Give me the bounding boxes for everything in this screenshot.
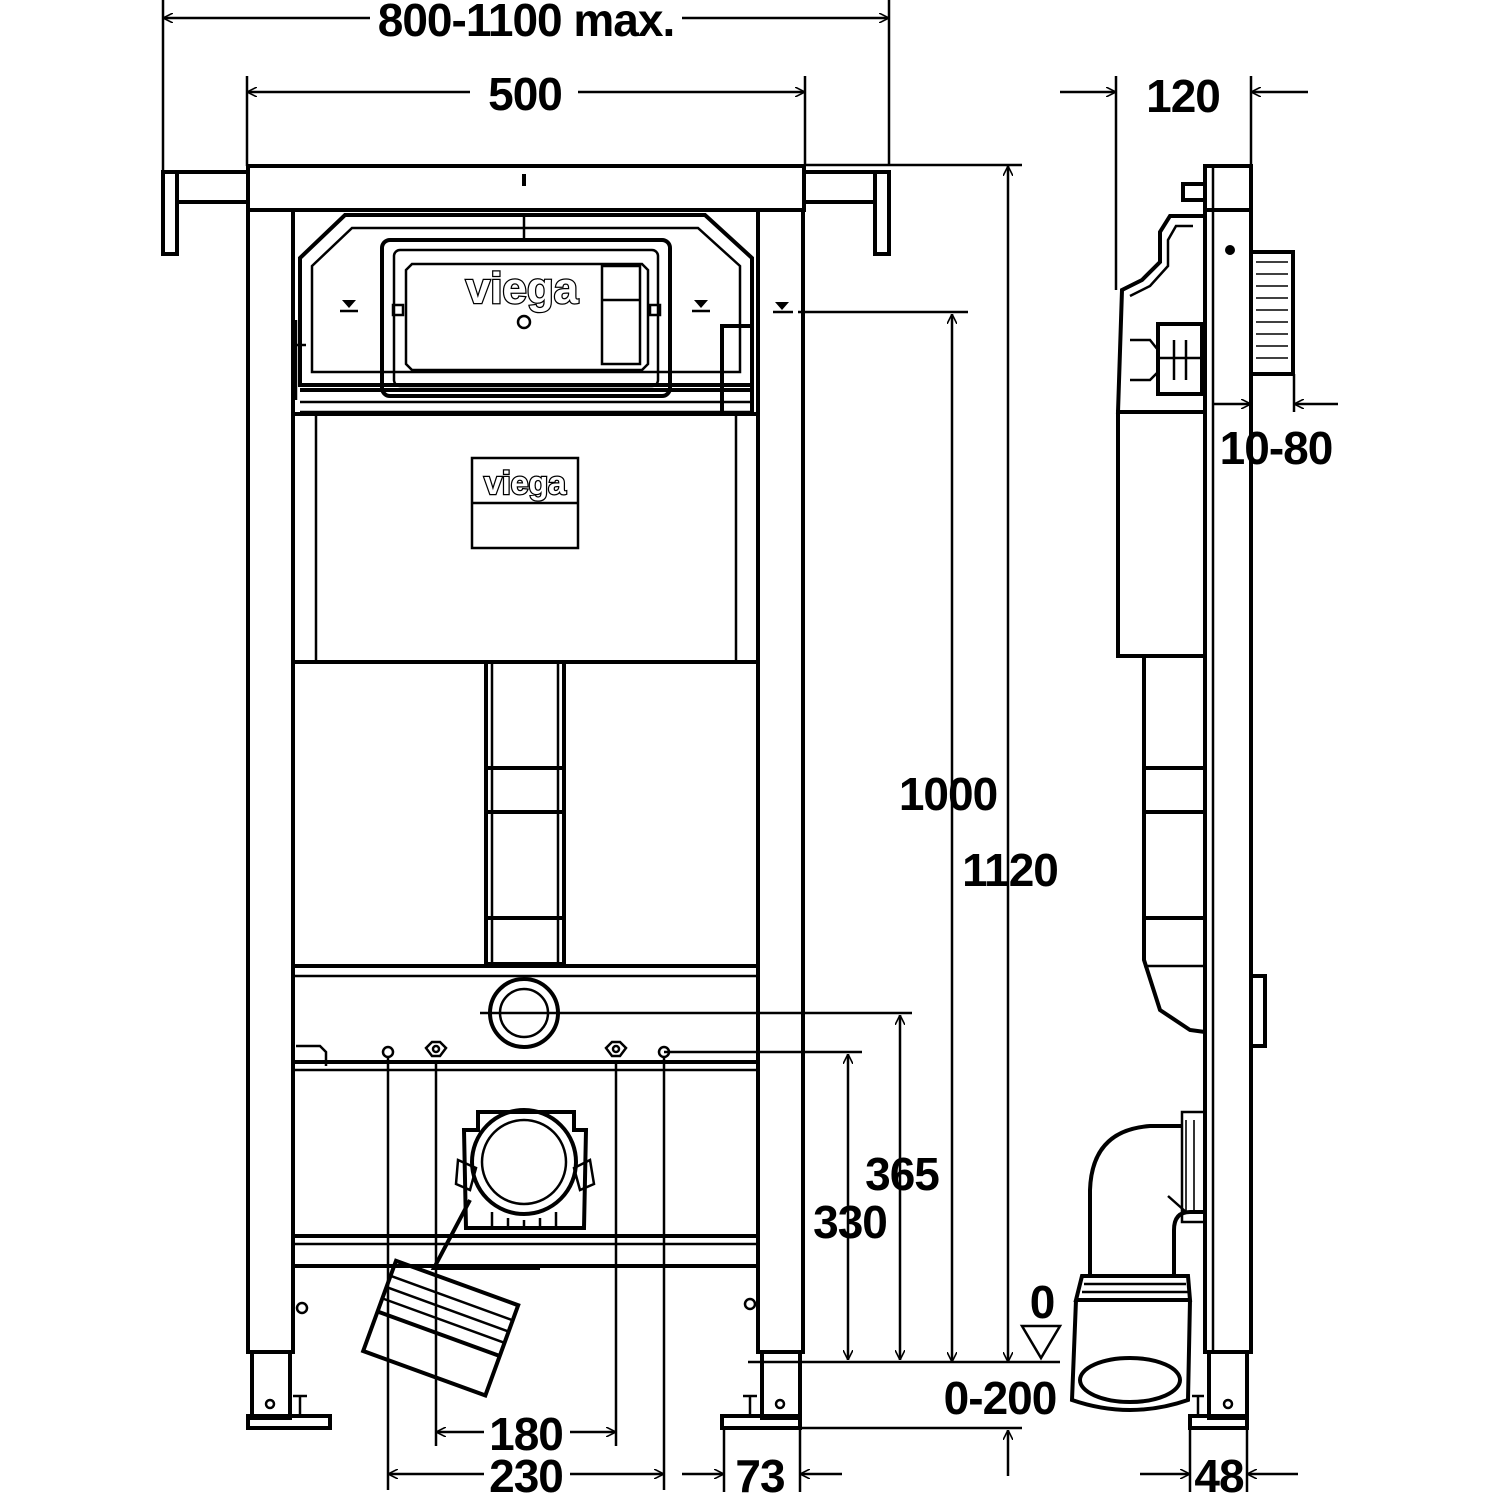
left-foot <box>246 1301 332 1430</box>
dim-800-1100: 800-1100 max. <box>378 0 675 46</box>
dim-73: 73 <box>735 1450 784 1499</box>
drain-assembly <box>293 1108 758 1399</box>
dim-120: 120 <box>1146 70 1220 122</box>
right-foot <box>720 1297 802 1430</box>
dim-1000: 1000 <box>899 768 997 820</box>
dim-500: 500 <box>488 68 562 120</box>
dimension-lines <box>161 0 1338 1492</box>
front-view: viega viega <box>161 164 891 1430</box>
cistern-label: viega <box>470 456 580 550</box>
dim-floor-0: 0 <box>1030 1276 1055 1328</box>
right-post <box>756 208 805 1354</box>
wall-spacer <box>1249 250 1295 376</box>
side-drain-bend <box>1088 1124 1205 1278</box>
side-drain-sleeve <box>1069 1274 1193 1412</box>
actuator-plate: viega <box>380 215 672 398</box>
dim-48: 48 <box>1194 1450 1244 1499</box>
side-cistern-box <box>1116 410 1207 658</box>
side-extension-right <box>802 170 891 256</box>
dim-10-80: 10-80 <box>1220 422 1333 474</box>
connection-rail <box>293 964 758 1072</box>
dimension-labels: 800-1100 max. 500 120 10-80 1000 1120 36… <box>378 0 1334 1499</box>
dim-365: 365 <box>865 1148 939 1200</box>
left-post <box>246 208 295 1354</box>
dim-1120: 1120 <box>962 844 1058 896</box>
side-cistern-profile <box>1115 214 1205 414</box>
cistern-logo: viega <box>484 465 566 501</box>
dim-0-200: 0-200 <box>944 1372 1057 1424</box>
dim-230: 230 <box>489 1450 563 1499</box>
side-extension-left <box>161 170 250 256</box>
cistern-box <box>291 412 760 664</box>
top-crossbar <box>246 164 806 212</box>
dim-180: 180 <box>489 1408 563 1460</box>
flush-pipe <box>484 660 566 966</box>
side-view <box>1069 164 1295 1430</box>
dim-330: 330 <box>813 1196 887 1248</box>
actuator-logo: viega <box>466 264 579 313</box>
